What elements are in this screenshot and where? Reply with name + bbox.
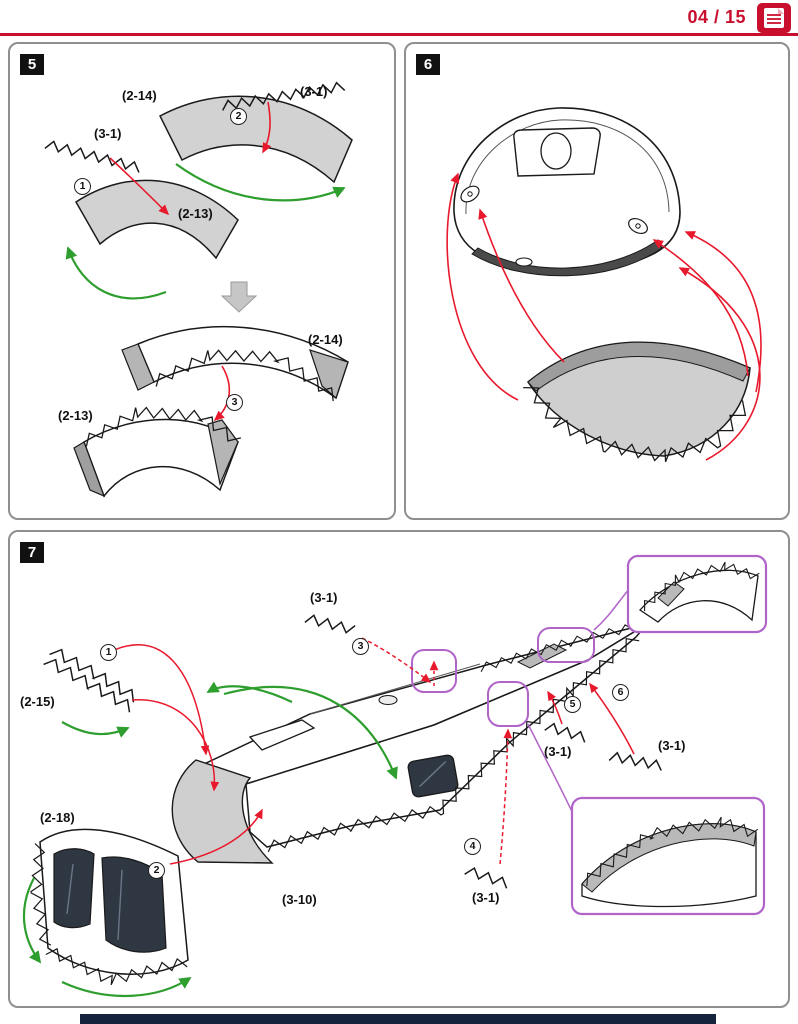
part-label-3-10: (3-10) xyxy=(282,892,317,907)
down-block-arrow xyxy=(220,281,258,313)
step-number-7: 7 xyxy=(20,542,44,563)
step-marker-2: 2 xyxy=(148,862,165,879)
strip-3-1-left xyxy=(44,140,140,173)
part-label-3-1: (3-1) xyxy=(310,590,338,605)
green-arrows xyxy=(65,163,346,300)
step-marker-6: 6 xyxy=(612,684,629,701)
part-label-3-1: (3-1) xyxy=(94,126,122,141)
strip-3-1-step4 xyxy=(464,866,508,889)
page-number: 04 / 15 xyxy=(687,7,746,27)
panel-step-5: 5 (2-14) (3-1) (3-1) (2-13) (2-14) (2-13… xyxy=(8,42,396,520)
part-label-2-13: (2-13) xyxy=(178,206,213,221)
part-2-18 xyxy=(30,828,189,986)
step-marker-4: 4 xyxy=(464,838,481,855)
callout-bow-detail xyxy=(626,554,768,634)
part-2-13-assembled xyxy=(73,406,242,498)
step-marker-3: 3 xyxy=(226,394,243,411)
part-label-2-13: (2-13) xyxy=(58,408,93,423)
part-2-14-assembled xyxy=(121,326,349,402)
strip-3-1-top xyxy=(304,614,356,634)
panel-step-6: 6 xyxy=(404,42,790,520)
part-2-13-flat xyxy=(74,179,239,260)
strip-3-1-top xyxy=(222,81,346,111)
footer-bar xyxy=(80,1014,716,1024)
panel6-drawing xyxy=(446,107,762,463)
document-icon xyxy=(757,3,791,33)
step-marker-1: 1 xyxy=(74,178,91,195)
callout-edge-detail xyxy=(570,796,766,916)
panel7-drawing xyxy=(22,554,768,998)
part-label-3-1: (3-1) xyxy=(472,890,500,905)
part-label-3-1: (3-1) xyxy=(658,738,686,753)
step-number-6: 6 xyxy=(416,54,440,75)
dome-assembly xyxy=(453,107,681,277)
part-label-3-1: (3-1) xyxy=(300,84,328,99)
part-label-3-1: (3-1) xyxy=(544,744,572,759)
part-label-2-18: (2-18) xyxy=(40,810,75,825)
step-number-5: 5 xyxy=(20,54,44,75)
part-visor-2-13-2-14 xyxy=(523,341,751,463)
strip-3-1-step6 xyxy=(608,751,662,771)
strip-2-15 xyxy=(43,648,135,713)
step-marker-1: 1 xyxy=(100,644,117,661)
step-marker-2: 2 xyxy=(230,108,247,125)
part-2-14-flat xyxy=(159,95,353,184)
red-arrows xyxy=(105,637,635,865)
strip-3-1-step5 xyxy=(544,722,586,743)
header-divider xyxy=(0,33,798,36)
side-window xyxy=(407,754,459,798)
hull-assembly xyxy=(171,620,648,864)
part-label-2-14: (2-14) xyxy=(122,88,157,103)
red-arrows xyxy=(446,172,762,461)
part-label-2-14: (2-14) xyxy=(308,332,343,347)
panel5-drawing xyxy=(44,81,353,498)
part-label-2-15: (2-15) xyxy=(20,694,55,709)
panel-step-7: 7 (3-1) (2-15) (2-18) (3-10) (3-1) (3-1)… xyxy=(8,530,790,1008)
step-marker-3: 3 xyxy=(352,638,369,655)
step-marker-5: 5 xyxy=(564,696,581,713)
green-arrows xyxy=(22,681,398,998)
